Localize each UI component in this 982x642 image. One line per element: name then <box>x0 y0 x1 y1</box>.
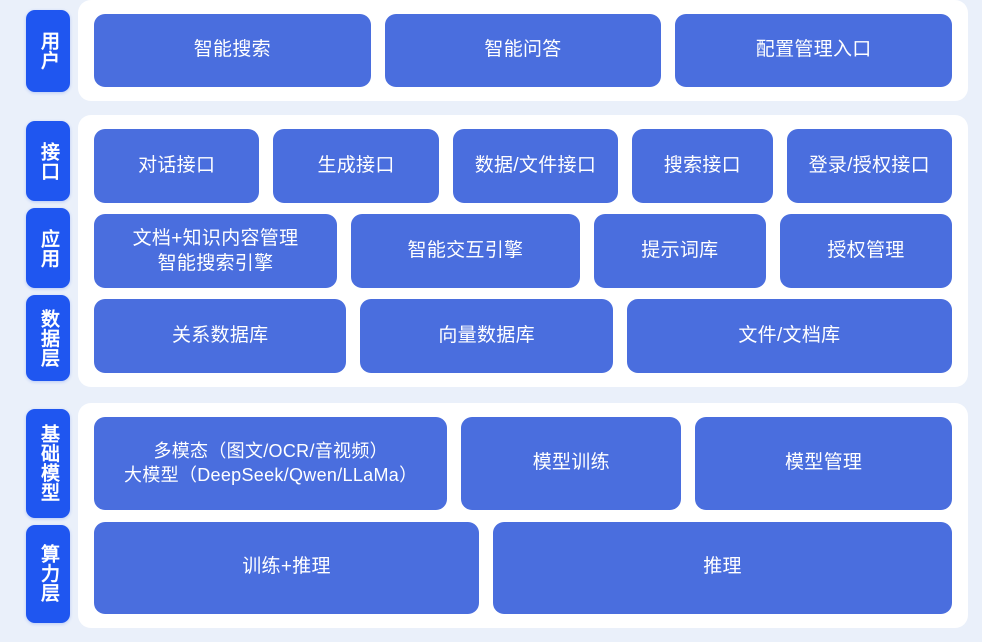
box-relational-database[interactable]: 关系数据库 <box>94 299 347 373</box>
row-compute: 训练+推理 推理 <box>94 521 952 614</box>
row-user-entries: 智能搜索 智能问答 配置管理入口 <box>94 14 953 87</box>
box-vector-database[interactable]: 向量数据库 <box>360 299 613 373</box>
row-data: 关系数据库 向量数据库 文件/文档库 <box>94 299 952 373</box>
layer-tag-interface: 接口 <box>26 121 70 201</box>
row-model: 多模态（图文/OCR/音视频） 大模型（DeepSeek/Qwen/LLaMa）… <box>94 417 952 510</box>
box-prompt-library[interactable]: 提示词库 <box>593 214 766 288</box>
tag-column-user: 用户 <box>0 0 78 101</box>
section-infrastructure: 基础模型 算力层 多模态（图文/OCR/音视频） 大模型（DeepSeek/Qw… <box>0 403 982 628</box>
box-smart-search[interactable]: 智能搜索 <box>94 14 371 87</box>
section-gap-1 <box>0 101 982 115</box>
layer-tag-data: 数据层 <box>26 295 70 381</box>
box-interaction-engine[interactable]: 智能交互引擎 <box>351 214 580 288</box>
box-search-api[interactable]: 搜索接口 <box>632 129 773 203</box>
tag-column-infrastructure: 基础模型 算力层 <box>0 403 78 628</box>
box-config-management-entry[interactable]: 配置管理入口 <box>675 14 953 87</box>
layer-tag-application: 应用 <box>26 208 70 288</box>
box-generation-api[interactable]: 生成接口 <box>273 129 439 203</box>
tag-column-platform: 接口 应用 数据层 <box>0 115 78 387</box>
box-smart-qa[interactable]: 智能问答 <box>384 14 662 87</box>
panel-platform: 对话接口 生成接口 数据/文件接口 搜索接口 登录/授权接口 文档+知识内容管理… <box>78 115 968 387</box>
row-interface: 对话接口 生成接口 数据/文件接口 搜索接口 登录/授权接口 <box>94 129 952 203</box>
panel-user: 智能搜索 智能问答 配置管理入口 <box>78 0 968 101</box>
box-multimodal-large-model[interactable]: 多模态（图文/OCR/音视频） 大模型（DeepSeek/Qwen/LLaMa） <box>94 417 448 510</box>
box-authorization-management[interactable]: 授权管理 <box>779 214 952 288</box>
layer-tag-compute: 算力层 <box>26 524 70 623</box>
box-file-document-store[interactable]: 文件/文档库 <box>626 299 952 373</box>
box-document-knowledge-management[interactable]: 文档+知识内容管理 智能搜索引擎 <box>94 214 338 288</box>
box-data-file-api[interactable]: 数据/文件接口 <box>452 129 619 203</box>
row-application: 文档+知识内容管理 智能搜索引擎 智能交互引擎 提示词库 授权管理 <box>94 214 952 288</box>
section-user: 用户 智能搜索 智能问答 配置管理入口 <box>0 0 982 101</box>
box-training-inference[interactable]: 训练+推理 <box>94 521 480 614</box>
box-model-management[interactable]: 模型管理 <box>695 417 952 510</box>
box-login-auth-api[interactable]: 登录/授权接口 <box>786 129 952 203</box>
layer-tag-foundation-model: 基础模型 <box>26 408 70 518</box>
section-gap-2 <box>0 387 982 403</box>
panel-infrastructure: 多模态（图文/OCR/音视频） 大模型（DeepSeek/Qwen/LLaMa）… <box>78 403 968 628</box>
box-dialog-api[interactable]: 对话接口 <box>94 129 260 203</box>
layer-tag-user: 用户 <box>26 9 70 92</box>
section-platform: 接口 应用 数据层 对话接口 生成接口 数据/文件接口 搜索接口 登录/授权接口… <box>0 115 982 387</box>
box-model-training[interactable]: 模型训练 <box>461 417 682 510</box>
box-inference[interactable]: 推理 <box>493 521 952 614</box>
